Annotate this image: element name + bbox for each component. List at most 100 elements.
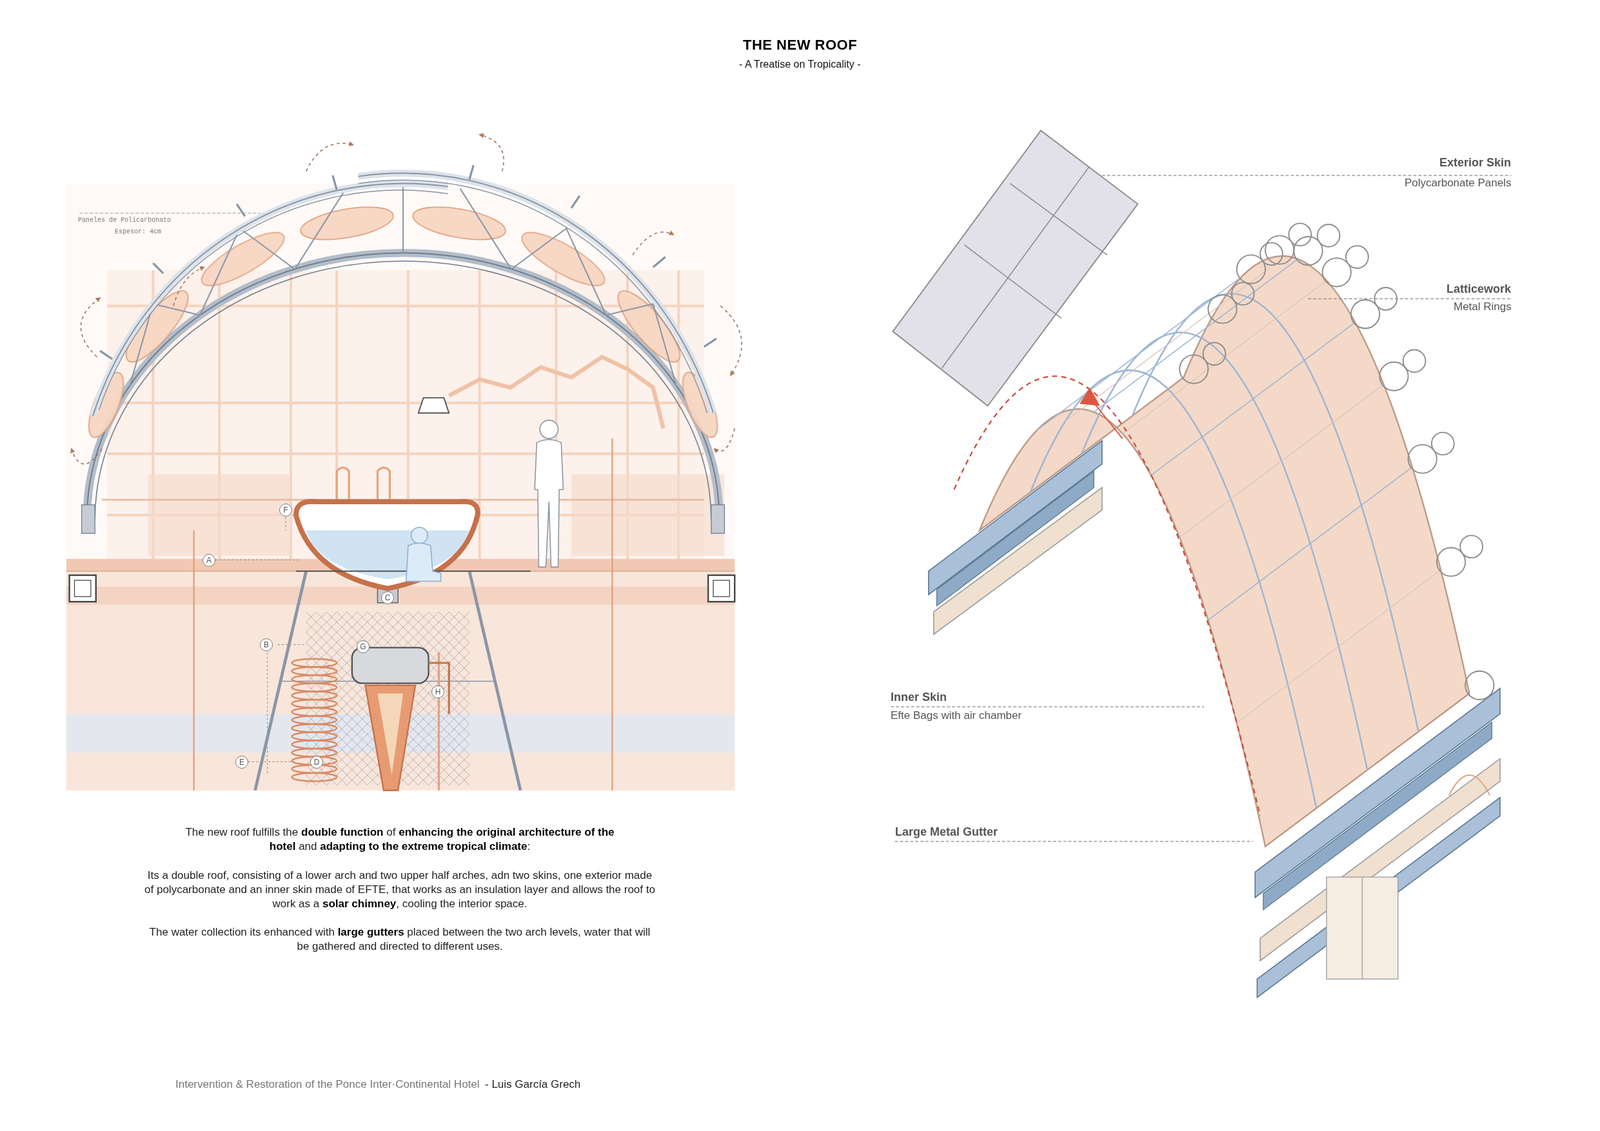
lattice-rings bbox=[1231, 282, 1255, 306]
bath-tower bbox=[534, 439, 563, 568]
bath-tower bbox=[292, 683, 338, 692]
roof-arches bbox=[410, 201, 508, 246]
structural-columns bbox=[708, 575, 735, 602]
roof-arches bbox=[71, 134, 742, 465]
roof-arches bbox=[81, 504, 96, 534]
roof-arches bbox=[469, 165, 474, 180]
polycarbonate-panel bbox=[1009, 183, 1107, 256]
callout-letter: E bbox=[239, 758, 245, 767]
structural-columns bbox=[69, 575, 97, 602]
gutter-beams bbox=[1362, 877, 1363, 979]
section-background bbox=[107, 401, 705, 405]
body-text: of bbox=[386, 826, 396, 839]
roof-arches bbox=[515, 223, 611, 295]
roof-arches bbox=[173, 266, 204, 306]
bath-tower bbox=[285, 517, 286, 531]
bath-tower bbox=[277, 644, 304, 645]
callout-letter: D bbox=[314, 758, 320, 767]
bath-tower bbox=[292, 675, 338, 684]
emphasis-text: adapting to the extreme tropical climate bbox=[319, 840, 527, 853]
polycarbonate-panel bbox=[964, 245, 1061, 319]
bath-tower bbox=[292, 773, 338, 782]
roof-arches bbox=[236, 203, 246, 217]
vault bbox=[1122, 280, 1326, 434]
structural-columns bbox=[69, 575, 736, 602]
bath-tower bbox=[292, 740, 338, 749]
bath-tower bbox=[448, 357, 663, 429]
polycarbonate-panel bbox=[941, 167, 1089, 369]
callout-letter: C bbox=[385, 593, 391, 602]
roof-arches bbox=[357, 173, 714, 414]
lattice-rings bbox=[1403, 349, 1426, 373]
roof-arches bbox=[194, 223, 291, 295]
vault bbox=[1030, 293, 1419, 808]
leader-line bbox=[1102, 174, 1512, 176]
vault bbox=[1236, 570, 1441, 723]
leader-line bbox=[79, 212, 260, 214]
part-material: Efte Bags with air chamber bbox=[890, 710, 1022, 723]
part-name: Large Metal Gutter bbox=[895, 826, 998, 840]
vault bbox=[1037, 259, 1413, 621]
body-text: The new roof fulfills the bbox=[185, 826, 298, 839]
bath-tower bbox=[292, 659, 338, 782]
lattice-rings bbox=[1345, 245, 1369, 269]
roof-arches bbox=[99, 165, 717, 360]
bath-tower bbox=[418, 397, 449, 414]
section-background bbox=[147, 474, 291, 556]
subtitle: - A Treatise on Tropicality - bbox=[739, 58, 861, 71]
lattice-rings bbox=[1465, 671, 1494, 700]
bath-tower bbox=[377, 693, 404, 776]
gutter-beams bbox=[1449, 775, 1490, 796]
body-text: The water collection its enhanced with bbox=[149, 926, 335, 939]
bath-tower bbox=[611, 438, 613, 791]
lattice-rings bbox=[1460, 535, 1483, 558]
footer-credit: Intervention & Restoration of the Ponce … bbox=[175, 1078, 480, 1092]
lattice-rings bbox=[1431, 432, 1455, 456]
roof-arches bbox=[129, 183, 677, 387]
bath-tower bbox=[266, 652, 268, 776]
bath-tower bbox=[194, 357, 664, 791]
callout-letter: H bbox=[435, 688, 442, 696]
bath-tower bbox=[306, 530, 470, 580]
vault bbox=[1065, 268, 1270, 422]
gutter-beams bbox=[1326, 877, 1399, 979]
roof-arches bbox=[720, 305, 742, 376]
bath-tower bbox=[292, 732, 338, 741]
callout-letter: G bbox=[359, 642, 366, 651]
part-name: Latticework bbox=[1446, 283, 1512, 297]
bath-tower bbox=[539, 420, 558, 439]
roof-arches bbox=[571, 196, 580, 209]
body-paragraph: The new roof fulfills thedouble function… bbox=[141, 825, 658, 854]
roof-arches bbox=[71, 134, 742, 534]
vault bbox=[953, 375, 1261, 816]
section-background bbox=[478, 270, 482, 567]
lattice-rings bbox=[1317, 224, 1341, 247]
callout-letter: B bbox=[263, 641, 269, 649]
bath-tower bbox=[437, 652, 440, 791]
leader-line bbox=[895, 840, 1254, 842]
roof-arches bbox=[332, 175, 337, 190]
footer-author: - Luis García Grech bbox=[484, 1078, 581, 1092]
bath-tower bbox=[406, 543, 442, 582]
bath-tower bbox=[296, 501, 478, 589]
section-background bbox=[107, 452, 705, 456]
body-text: , cooling the interior space. bbox=[395, 897, 527, 910]
roof-arches bbox=[306, 143, 354, 172]
part-name: Inner Skin bbox=[890, 691, 947, 705]
callout-circle: G bbox=[356, 640, 370, 654]
leader-line bbox=[1307, 298, 1512, 300]
section-background bbox=[107, 305, 705, 308]
vault bbox=[1151, 322, 1355, 476]
vault bbox=[1079, 387, 1101, 406]
emphasis-text: double function bbox=[301, 826, 384, 839]
structural-columns bbox=[713, 580, 730, 597]
roof-arches bbox=[86, 252, 720, 520]
roof-arches bbox=[152, 263, 164, 274]
callout-circle: B bbox=[259, 638, 273, 652]
emphasis-text: large gutters bbox=[337, 926, 405, 939]
vault bbox=[1081, 332, 1368, 771]
roof-arches bbox=[704, 338, 717, 347]
vault bbox=[1207, 466, 1412, 620]
bath-tower bbox=[292, 666, 338, 676]
